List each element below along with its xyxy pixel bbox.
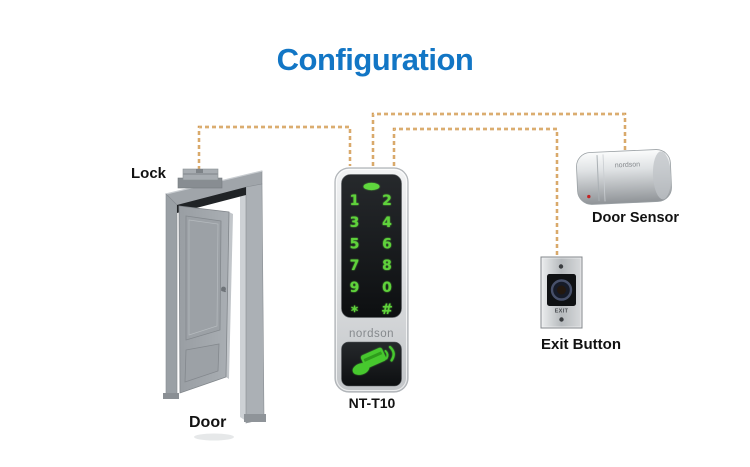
wire-keypad-to-door-sensor (371, 112, 627, 166)
exit-button-label: Exit Button (541, 336, 621, 353)
keypad-key: 8 (382, 258, 392, 274)
lock-device (177, 168, 223, 189)
keypad-model-label: NT-T10 (348, 395, 396, 411)
keypad-led (363, 182, 380, 191)
keypad-key: 4 (382, 215, 392, 231)
door-handle (221, 286, 226, 293)
keypad-key: 1 (350, 193, 360, 209)
keypad-key: * (351, 304, 359, 320)
wire-keypad-to-exit-button (392, 127, 559, 255)
lock-label: Lock (131, 165, 167, 182)
card-swipe-icon (352, 345, 395, 375)
door-frame (163, 170, 266, 424)
keypad-screen (341, 174, 402, 318)
exit-screw-top (558, 264, 564, 269)
exit-button-device: EXIT (540, 256, 583, 329)
keypad-key: 3 (350, 215, 360, 231)
sensor-led (587, 194, 591, 199)
keypad-key: 7 (350, 258, 360, 274)
door-sensor-label: Door Sensor (592, 210, 680, 226)
keypad-brand: nordson (349, 328, 394, 340)
sensor-brand: nordson (615, 161, 641, 169)
door-illustration (163, 168, 266, 441)
door-panel-lower (184, 343, 220, 383)
door-shadow (194, 433, 234, 441)
connection-wires (197, 112, 627, 255)
wire-lock-to-keypad (197, 125, 352, 170)
keypad-key: 9 (350, 280, 360, 296)
door-leaf (178, 205, 233, 394)
door-label: Door (189, 414, 227, 431)
keypad-device: 1 2 3 4 5 6 7 8 9 0 * # nordson (334, 167, 409, 393)
doorway-gap (177, 187, 246, 213)
door-panel-upper (185, 215, 222, 341)
exit-text: EXIT (555, 309, 569, 315)
door-sensor-device: nordson (576, 149, 672, 205)
exit-screw-bottom (559, 317, 564, 322)
keypad-key: 2 (382, 193, 392, 209)
page-title: Configuration (276, 42, 474, 77)
keypad-keys: 1 2 3 4 5 6 7 8 9 0 * # (350, 193, 393, 320)
keypad-key: 0 (382, 280, 392, 296)
keypad-key: 5 (350, 237, 360, 253)
keypad-key: 6 (382, 237, 392, 253)
keypad-key: # (381, 302, 393, 318)
